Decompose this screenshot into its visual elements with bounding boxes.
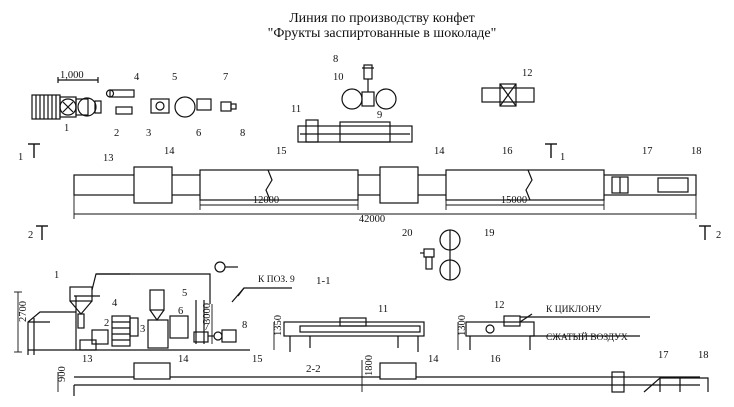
elevation-equipment-12: [465, 313, 650, 350]
label-16: 16: [502, 146, 513, 157]
elev-label-14b: 14: [428, 354, 439, 365]
label-13: 13: [103, 153, 114, 164]
elev-label-13: 13: [82, 354, 93, 365]
label-7: 7: [223, 72, 228, 83]
section-title-1-1: 1-1: [316, 275, 331, 287]
title-line-1: Линия по производству конфет: [289, 11, 475, 26]
equipment-7-plan: [196, 98, 212, 111]
caption-to-pos9: К ПОЗ. 9: [258, 275, 295, 285]
elevation-equipment-11: [283, 317, 425, 352]
label-14b: 14: [434, 146, 445, 157]
elev-label-12: 12: [494, 300, 505, 311]
elevation-section-1-1: [27, 261, 292, 355]
label-17: 17: [642, 146, 653, 157]
caption-compressed-air: СЖАТЫЙ ВОЗДУХ: [546, 331, 628, 343]
dim-1000: 1,000: [60, 70, 84, 81]
equipment-1-2-plan: [31, 77, 102, 120]
dim-1300: 1300: [457, 315, 468, 336]
section-mark-2-right: 2: [716, 230, 721, 241]
elev-label-18: 18: [698, 350, 709, 361]
equipment-12-plan: [481, 83, 535, 107]
conveyor-plan: [73, 166, 697, 204]
label-10: 10: [333, 72, 344, 83]
title-line-2: "Фрукты заспиртованные в шоколаде": [268, 26, 497, 41]
section-mark-2-left: 2: [28, 230, 33, 241]
label-8-top: 8: [333, 54, 338, 65]
label-4: 4: [134, 72, 140, 83]
elev-label-3: 3: [140, 324, 145, 335]
label-14a: 14: [164, 146, 175, 157]
elev-label-4: 4: [112, 298, 118, 309]
dim-1800: 1800: [364, 355, 375, 376]
elev-label-1: 1: [54, 270, 59, 281]
equipment-6-plan: [174, 96, 196, 118]
equipment-4-plan: [105, 89, 135, 115]
section-title-2-2: 2-2: [306, 363, 321, 375]
label-20: 20: [402, 228, 413, 239]
section-markers: [28, 143, 711, 240]
elev-label-7: 7: [204, 322, 209, 333]
caption-to-cyclone: К ЦИКЛОНУ: [546, 305, 602, 315]
label-3: 3: [146, 128, 151, 139]
dim-15000: 15000: [501, 195, 527, 206]
dimension-lines-plan: [73, 195, 697, 219]
section-mark-1-left: 1: [18, 152, 23, 163]
dim-42000: 42000: [359, 214, 385, 225]
elev-label-5: 5: [182, 288, 187, 299]
dim-2700: 2700: [18, 301, 29, 322]
label-1: 1: [64, 123, 69, 134]
equipment-19-20-plan: [420, 229, 461, 281]
equipment-8-plan: [220, 101, 232, 112]
label-8: 8: [240, 128, 245, 139]
elev-label-15: 15: [252, 354, 263, 365]
elev-label-2: 2: [104, 318, 109, 329]
equipment-5-plan: [150, 98, 170, 114]
label-15: 15: [276, 146, 287, 157]
label-9: 9: [377, 110, 382, 121]
section-mark-1-right: 1: [560, 152, 565, 163]
elev-label-16: 16: [490, 354, 501, 365]
dim-1350: 1350: [273, 315, 284, 336]
elev-label-14a: 14: [178, 354, 189, 365]
label-18: 18: [691, 146, 702, 157]
elev-label-8: 8: [242, 320, 247, 331]
label-11: 11: [291, 104, 301, 115]
label-2: 2: [114, 128, 119, 139]
label-6: 6: [196, 128, 201, 139]
label-5: 5: [172, 72, 177, 83]
dim-900: 900: [57, 366, 68, 382]
label-12: 12: [522, 68, 533, 79]
dimension-lines-elevation: [14, 291, 459, 392]
elev-label-6: 6: [178, 306, 183, 317]
dim-12000: 12000: [253, 195, 279, 206]
equipment-11-plan: [297, 119, 413, 143]
label-19: 19: [484, 228, 495, 239]
elev-label-11: 11: [378, 304, 388, 315]
elev-label-17: 17: [658, 350, 669, 361]
dim-3000: 3000: [202, 303, 213, 324]
elevation-section-2-2: [73, 362, 709, 396]
equipment-9-10-plan: [341, 64, 397, 110]
